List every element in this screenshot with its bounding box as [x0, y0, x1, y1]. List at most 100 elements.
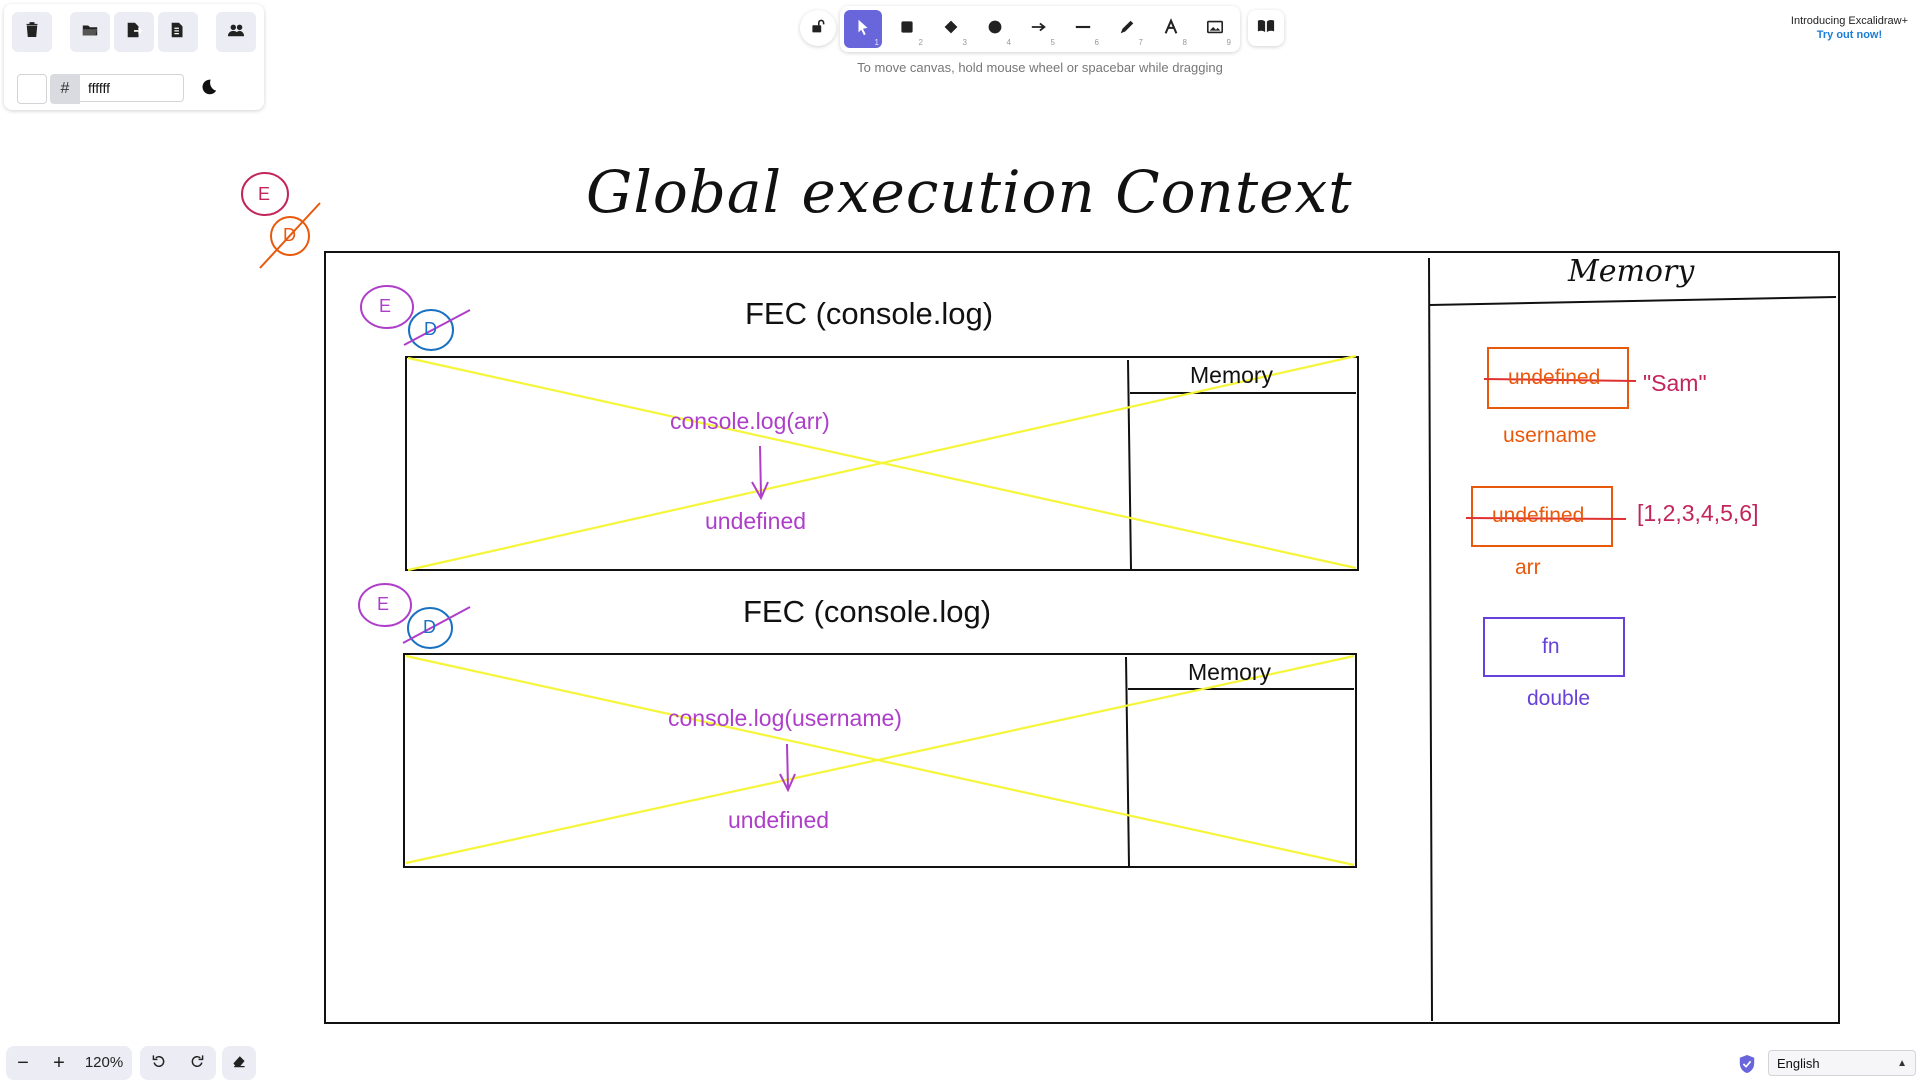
- tool-shortcut: 7: [1138, 38, 1143, 47]
- excalidraw-plus-promo[interactable]: Introducing Excalidraw+ Try out now!: [1791, 14, 1908, 42]
- fec2-d-strike: [402, 606, 471, 644]
- fec1-cross-b: [407, 354, 1357, 572]
- export-button[interactable]: [114, 12, 154, 52]
- username-strike: [1483, 378, 1637, 382]
- arr-strike: [1465, 517, 1627, 520]
- tool-line[interactable]: 6: [1064, 10, 1102, 48]
- fec2-e-circle: [358, 583, 412, 627]
- fec2-arrow-shaft: [786, 743, 789, 789]
- fec1-d-strike: [403, 309, 471, 346]
- fec2-e-text: E: [377, 594, 390, 614]
- unlock-icon: [810, 18, 826, 39]
- promo-title: Introducing Excalidraw+: [1790, 15, 1908, 27]
- save-as-icon: [169, 21, 187, 44]
- language-select[interactable]: English ▲: [1768, 1050, 1916, 1076]
- username-box-text: undefined: [1508, 366, 1601, 389]
- circle-icon: [987, 19, 1003, 40]
- fec1-d-text: D: [424, 319, 437, 339]
- canvas-title: Global execution Context: [586, 158, 1353, 226]
- redo-icon: [189, 1052, 205, 1075]
- tool-diamond[interactable]: 3: [932, 10, 970, 48]
- diamond-icon: [943, 19, 959, 40]
- double-box-text: fn: [1542, 635, 1560, 658]
- fec2-d-text: D: [423, 617, 436, 637]
- lock-toggle-button[interactable]: [800, 10, 836, 46]
- open-file-button[interactable]: [70, 12, 110, 52]
- eraser-icon: [231, 1053, 247, 1074]
- main-menu-panel: #: [4, 4, 264, 110]
- tool-draw[interactable]: 7: [1108, 10, 1146, 48]
- export-icon: [125, 21, 143, 44]
- zoom-reset-button[interactable]: 120%: [84, 1054, 124, 1071]
- fec2-arrow-head: [779, 773, 796, 793]
- fec2-result: undefined: [728, 807, 830, 833]
- corner-e-circle: [241, 172, 289, 216]
- folder-open-icon: [81, 21, 99, 44]
- fec1-arrow-head: [751, 481, 769, 501]
- tool-arrow[interactable]: 5: [1020, 10, 1058, 48]
- line-icon: [1074, 18, 1092, 41]
- shape-toolbar: 1 2 3 4 5 6 7 8 9: [840, 6, 1240, 52]
- canvas-hint: To move canvas, hold mouse wheel or spac…: [857, 60, 1223, 75]
- zoom-out-button[interactable]: −: [17, 1051, 29, 1074]
- tool-selection[interactable]: 1: [844, 10, 882, 48]
- fec2-d-circle: [407, 607, 453, 649]
- tool-rectangle[interactable]: 2: [888, 10, 926, 48]
- fec1-memory-divider: [1127, 359, 1132, 570]
- arr-box-text: undefined: [1492, 504, 1585, 527]
- tool-shortcut: 3: [962, 38, 967, 47]
- fec2-label: FEC (console.log): [743, 594, 992, 629]
- moon-icon[interactable]: [196, 76, 222, 102]
- fec1-code: console.log(arr): [670, 408, 830, 434]
- fec1-result: undefined: [705, 508, 807, 534]
- redo-button[interactable]: [180, 1046, 214, 1080]
- shield-icon[interactable]: [1738, 1054, 1756, 1074]
- arrow-icon: [1030, 18, 1048, 41]
- undo-icon: [151, 1052, 167, 1075]
- book-icon: [1257, 17, 1275, 40]
- tool-shortcut: 9: [1226, 38, 1231, 47]
- tool-text[interactable]: 8: [1152, 10, 1190, 48]
- tool-shortcut: 2: [918, 38, 923, 47]
- fec1-arrow-shaft: [759, 445, 762, 497]
- image-icon: [1206, 18, 1224, 41]
- username-value: "Sam": [1643, 370, 1707, 396]
- square-icon: [899, 19, 915, 40]
- pointer-icon: [854, 18, 872, 41]
- background-color-swatch[interactable]: [17, 74, 47, 104]
- global-context-frame: [324, 251, 1840, 1024]
- tool-shortcut: 4: [1006, 38, 1011, 47]
- tool-image[interactable]: 9: [1196, 10, 1234, 48]
- arr-box: [1471, 486, 1613, 547]
- tool-shortcut: 5: [1050, 38, 1055, 47]
- live-collaboration-button[interactable]: [216, 12, 256, 52]
- fec1-memory-label: Memory: [1190, 362, 1274, 388]
- undo-button[interactable]: [142, 1046, 176, 1080]
- hex-hash-label: #: [50, 74, 80, 104]
- language-value: English: [1777, 1056, 1820, 1071]
- eraser-button[interactable]: [222, 1046, 256, 1080]
- collaborate-icon: [227, 21, 245, 44]
- pencil-icon: [1118, 18, 1136, 41]
- tool-shortcut: 6: [1094, 38, 1099, 47]
- username-label: username: [1503, 424, 1597, 447]
- promo-link[interactable]: Try out now!: [1816, 29, 1883, 41]
- arr-label: arr: [1515, 556, 1541, 579]
- zoom-in-button[interactable]: +: [53, 1051, 65, 1074]
- background-color-input[interactable]: [80, 74, 184, 102]
- fec2-cross-b: [405, 654, 1355, 865]
- global-memory-title: Memory: [1568, 254, 1695, 289]
- zoom-controls: − + 120%: [6, 1046, 132, 1080]
- corner-e-text: E: [258, 184, 271, 204]
- fec1-label: FEC (console.log): [745, 296, 994, 331]
- fec2-memory-label: Memory: [1188, 659, 1272, 685]
- fec1-e-text: E: [379, 296, 392, 316]
- fec1-e-circle: [360, 285, 414, 329]
- tool-ellipse[interactable]: 4: [976, 10, 1014, 48]
- corner-d-circle: [270, 216, 310, 256]
- save-as-image-button[interactable]: [158, 12, 198, 52]
- library-button[interactable]: [1248, 10, 1284, 46]
- clear-canvas-button[interactable]: [12, 12, 52, 52]
- corner-d-strike: [259, 202, 321, 269]
